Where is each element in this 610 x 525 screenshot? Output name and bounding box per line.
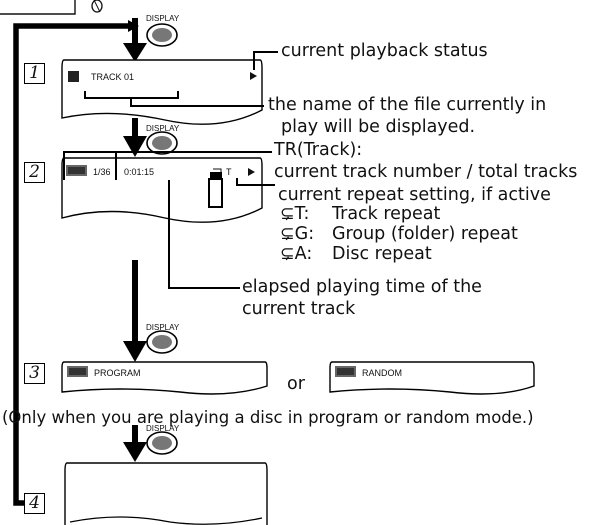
repeat-item-group: ⊊G: Group (folder) repeat [280,225,314,244]
callout-filename-line-1: the name of the file currently in [268,96,546,115]
repeat-indicator-box [210,172,222,180]
screen-3-or: or [287,375,305,394]
step-3-label: 3 [24,363,45,384]
screen-2 [62,158,262,222]
repeat-icon: ⊊ [280,204,295,224]
display-button-2 [147,132,177,154]
screen-3-random [330,362,534,394]
display-label-1: DISPLAY [146,14,179,23]
repeat-desc: Track repeat [332,205,440,224]
screen-1-icon [68,71,79,82]
screen-3-random-label: RANDOM [362,368,402,378]
screen-2-repeat-mode: T [226,167,232,177]
screen-4 [65,463,267,525]
step-4-label: 4 [24,493,45,514]
repeat-key: T: [295,204,310,224]
down-arrow-4 [123,425,147,462]
repeat-desc: Group (folder) repeat [332,225,518,244]
step-1-label: 1 [24,63,45,84]
screen-2-elapsed-time: 0:01:15 [124,167,154,177]
display-button-4 [147,432,177,454]
down-arrow-3 [123,260,147,362]
screen-1 [62,60,262,124]
display-button-3 [147,331,177,353]
screen-3-program [62,362,267,394]
repeat-desc: Disc repeat [332,245,432,264]
repeat-icon: ⊊ [280,224,295,244]
repeat-item-disc: ⊊A: Disc repeat [280,245,312,264]
step-2-label: 2 [24,162,45,183]
callout-filename-line-2: play will be displayed. [281,118,475,137]
screen-2-track-count: 1/36 [93,167,111,177]
callout-elapsed-line-2: current track [242,300,355,319]
remote-fragment [0,0,102,14]
mode-note: (Only when you are playing a disc in pro… [2,408,534,427]
repeat-item-track: ⊊T: Track repeat [280,205,309,224]
callout-track-line-1: TR(Track): [274,141,362,160]
screen-1-track-label: TRACK 01 [91,72,134,82]
screen-3-program-icon [67,366,88,377]
screen-3-random-icon [335,366,356,377]
screen-2-disc-icon [66,165,87,176]
screen-3-program-label: PROGRAM [94,368,141,378]
callout-track-line-2: current track number / total tracks [274,163,577,182]
display-label-2: DISPLAY [146,124,179,133]
display-label-3: DISPLAY [146,323,179,332]
repeat-key: A: [295,244,313,264]
callout-elapsed-line-1: elapsed playing time of the [242,278,482,297]
repeat-icon: ⊊ [280,244,295,264]
repeat-key: G: [295,224,314,244]
display-button-1 [147,24,177,46]
callout-repeat-heading: current repeat setting, if active [278,186,551,205]
callout-status: current playback status [281,42,488,61]
